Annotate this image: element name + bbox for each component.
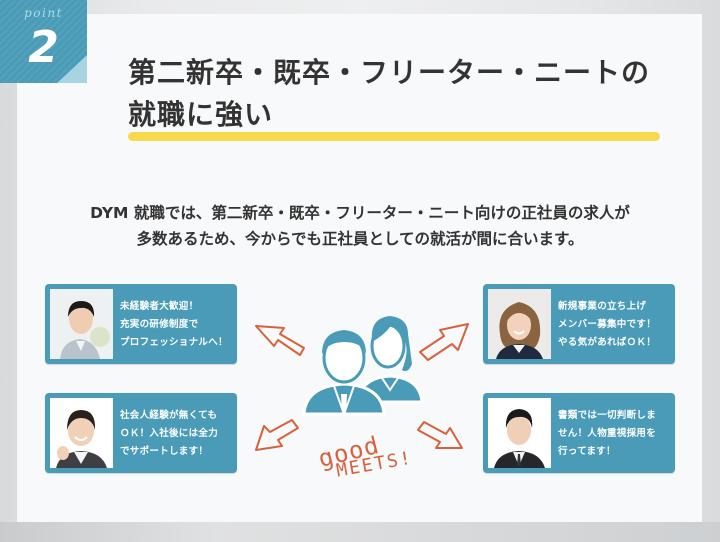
point-label: point xyxy=(24,6,63,20)
card-line: ＯＫ！入社後には全力 xyxy=(120,428,219,439)
title-underline xyxy=(128,132,660,141)
arrow-down-left-icon xyxy=(255,419,299,451)
feature-card-inexperienced: 未経験者大歓迎！ 充実の研修制度で プロフェッショナルへ！ xyxy=(45,284,237,364)
card-text: 書類では一切判断しま せん！人物重視採用を 行ってます！ xyxy=(558,407,672,461)
title-line-2: 就職に強い xyxy=(128,98,274,131)
man-person-icon xyxy=(302,330,386,417)
lead-text: DYM 就職では、第二新卒・既卒・フリーター・ニート向けの正社員の求人が 多数あ… xyxy=(40,200,680,252)
card-text: 社会人経験が無くても ＯＫ！入社後には全力 でサポートします！ xyxy=(120,407,234,461)
card-line: 未経験者大歓迎！ xyxy=(120,301,199,312)
card-text: 未経験者大歓迎！ 充実の研修制度で プロフェッショナルへ！ xyxy=(120,298,234,352)
card-text: 新規事業の立ち上げ メンバー募集中です！ やる気があればＯＫ！ xyxy=(558,298,672,352)
card-line: 社会人経験が無くても xyxy=(120,410,218,421)
card-line: でサポートします！ xyxy=(120,446,209,457)
card-line: 書類では一切判断しま xyxy=(558,410,657,421)
point-badge: point 2 xyxy=(0,0,87,83)
card-line: やる気があればＯＫ！ xyxy=(558,337,657,348)
card-line: プロフェッショナルへ！ xyxy=(120,337,228,348)
point-number: 2 xyxy=(28,22,59,73)
lead-line-2: 多数あるため、今からでも正社員としての就活が間に合います。 xyxy=(136,230,584,248)
people-illustration xyxy=(240,290,490,500)
woman-smiling-photo xyxy=(488,289,551,359)
woman-fist-pump-photo xyxy=(50,398,113,468)
arrow-down-right-icon xyxy=(417,421,463,449)
card-line: 新規事業の立ち上げ xyxy=(558,301,647,312)
title-line-1: 第二新卒・既卒・フリーター・ニートの xyxy=(128,56,651,89)
man-in-suit-photo xyxy=(488,398,551,468)
young-man-smiling-photo xyxy=(50,289,113,359)
feature-card-new-business: 新規事業の立ち上げ メンバー募集中です！ やる気があればＯＫ！ xyxy=(483,284,675,364)
badge-corner-fold xyxy=(57,55,87,83)
feature-card-no-experience: 社会人経験が無くても ＯＫ！入社後には全力 でサポートします！ xyxy=(45,393,237,473)
background-blur xyxy=(0,522,720,542)
card-line: 充実の研修制度で xyxy=(120,319,199,330)
arrow-up-right-icon xyxy=(419,323,469,361)
card-line: せん！人物重視採用を xyxy=(558,428,657,439)
lead-line-1: DYM 就職では、第二新卒・既卒・フリーター・ニート向けの正社員の求人が xyxy=(90,204,630,222)
card-line: 行ってます！ xyxy=(558,446,616,457)
card-line: メンバー募集中です！ xyxy=(558,319,657,330)
page-title: 第二新卒・既卒・フリーター・ニートの 就職に強い xyxy=(128,52,688,136)
arrow-up-left-icon xyxy=(255,325,305,356)
feature-card-personality-hiring: 書類では一切判断しま せん！人物重視採用を 行ってます！ xyxy=(483,393,675,473)
